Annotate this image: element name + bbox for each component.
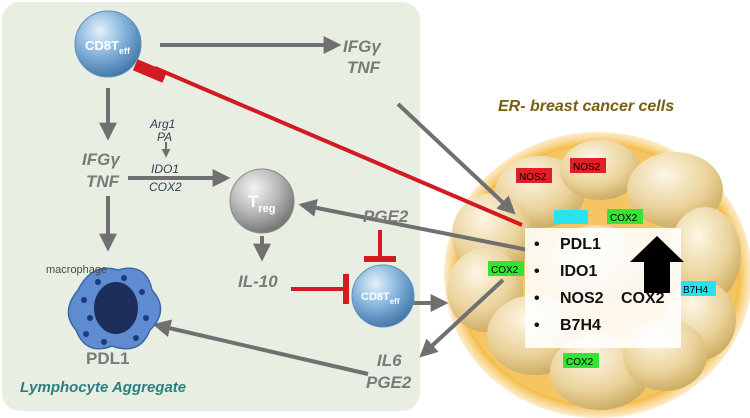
ifg-left-label: IFGγ — [82, 150, 121, 169]
arrow-tumor-to-il6 — [419, 278, 505, 358]
arrow-pge2-to-macrophage — [152, 319, 369, 376]
cd8-top-label: CD8Teff — [85, 38, 131, 56]
ifg-right-label: IFGγ — [343, 37, 382, 56]
tag-b7h4 — [680, 281, 716, 296]
cd8-mid-label: CD8Teff — [361, 291, 400, 306]
up-arrow-icon — [630, 236, 684, 293]
arrow-tnf-to-tumor — [396, 102, 516, 215]
tag-cyan-blank — [554, 210, 588, 224]
il6-label: IL6 — [377, 351, 402, 370]
tag-cox2-a-label: COX2 — [610, 213, 638, 224]
il10-label: IL-10 — [238, 272, 278, 291]
cd8-teff-cell-top: CD8Teff — [74, 10, 142, 78]
tag-nos2-a-label: NOS2 — [519, 172, 547, 183]
pa-label: PA — [157, 130, 172, 144]
tag-nos2-a — [516, 168, 552, 183]
box-item-4: B7H4 — [560, 317, 601, 334]
tumor-marker-box: • PDL1 • IDO1 • NOS2 COX2 • B7H4 — [525, 228, 684, 348]
pge2-top-label: PGE2 — [363, 207, 409, 226]
cox2-label: COX2 — [149, 180, 182, 194]
macrophage-cell — [67, 267, 162, 350]
tag-cox2-a — [607, 209, 643, 224]
box-bullet-2: • — [534, 263, 540, 280]
cancer-cells-title: ER- breast cancer cells — [498, 98, 674, 115]
activation-arrows — [99, 36, 529, 376]
treg-cell: Treg — [229, 168, 295, 234]
inhibit-tumor-to-cd8-top — [154, 66, 523, 227]
ido1-label: IDO1 — [151, 162, 179, 176]
inhibit-bar-cd8-top — [132, 59, 168, 83]
box-item-2: IDO1 — [560, 263, 597, 280]
tnf-right-label: TNF — [347, 58, 381, 77]
macrophage-label: macrophage — [46, 264, 107, 276]
box-bullet-4: • — [534, 317, 540, 334]
arg1-label: Arg1 — [149, 117, 175, 131]
lymphocyte-aggregate-label: Lymphocyte Aggregate — [20, 379, 186, 396]
pdl1-macrophage-label: PDL1 — [86, 349, 129, 368]
marker-tags: NOS2 NOS2 COX2 COX2 B7H4 COX2 — [488, 158, 716, 368]
treg-label: Treg — [248, 192, 276, 215]
box-item-3: NOS2 — [560, 290, 604, 307]
inhibit-bar-il10 — [343, 274, 349, 304]
tag-cox2-c — [563, 353, 599, 368]
cd8-teff-cell-mid: CD8Teff — [351, 264, 415, 328]
tnf-left-label: TNF — [86, 172, 120, 191]
box-item-1: PDL1 — [560, 236, 601, 253]
tag-b7h4-label: B7H4 — [683, 285, 708, 296]
box-side-label: COX2 — [621, 290, 665, 307]
box-bullet-3: • — [534, 290, 540, 307]
tag-cox2-b-label: COX2 — [491, 265, 519, 276]
tag-nos2-b-label: NOS2 — [573, 162, 601, 173]
inhibition-lines — [132, 59, 523, 304]
pge2-bottom-label: PGE2 — [366, 373, 412, 392]
box-bullet-1: • — [534, 236, 540, 253]
inhibit-bar-pge2 — [364, 256, 396, 262]
tag-cox2-b — [488, 261, 524, 276]
tag-cox2-c-label: COX2 — [566, 357, 594, 368]
tag-nos2-b — [570, 158, 606, 173]
arrow-tumor-to-treg — [298, 198, 529, 252]
